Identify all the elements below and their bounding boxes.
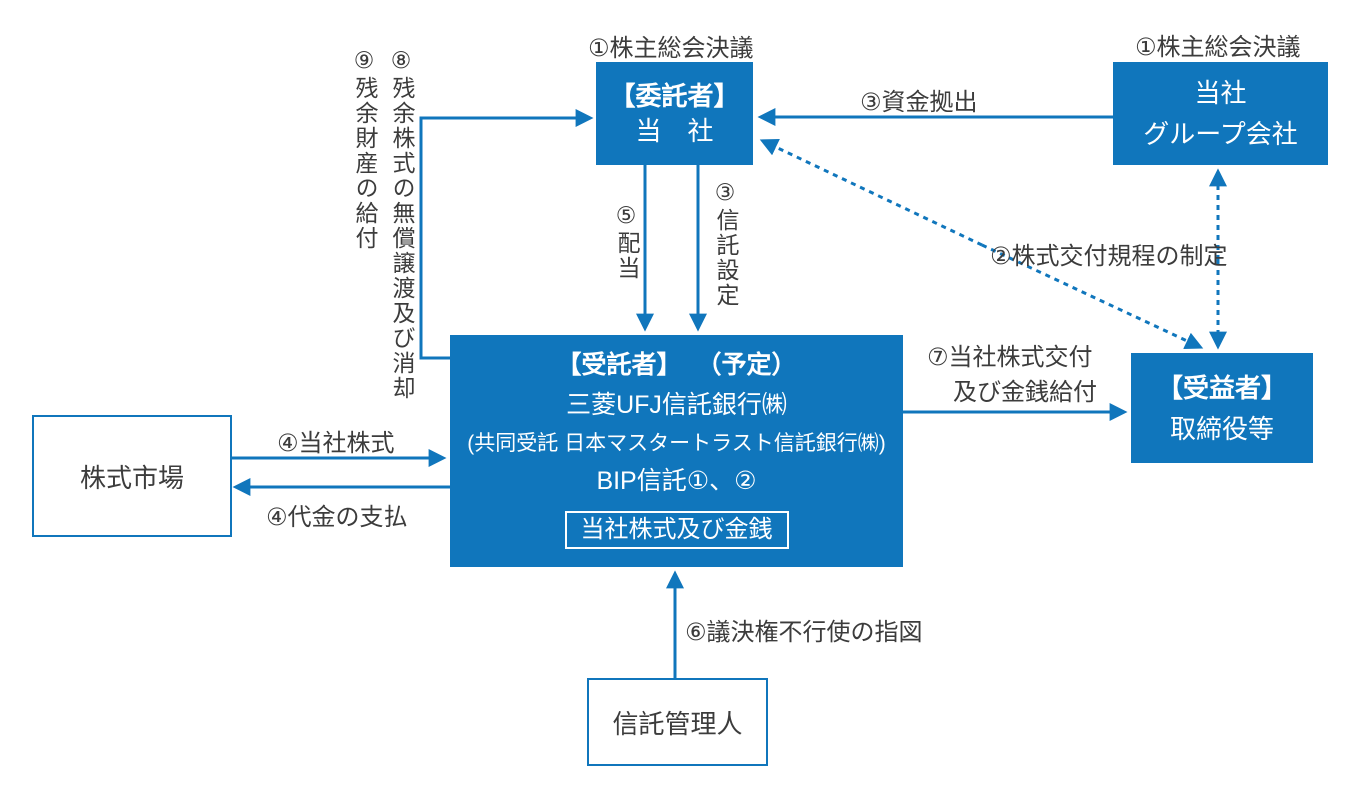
trustee-bank: 三菱UFJ信託銀行㈱ — [566, 391, 787, 419]
dotted-rule-to-beneficiary — [981, 243, 1204, 350]
stock-market-name: 株式市場 — [79, 462, 184, 493]
entruster-box: 【委託者】 当 社 — [596, 62, 753, 165]
beneficiary-box: 【受益者】 取締役等 — [1131, 353, 1313, 463]
beneficiary-name: 取締役等 — [1169, 413, 1274, 444]
label-resolution-left: ①株主総会決議 — [588, 35, 754, 62]
group-company-line2: グループ会社 — [1143, 119, 1298, 149]
label-residual-assets: ⑨残余財産の給付 — [352, 48, 378, 251]
label-funding: ③資金拠出 — [860, 89, 978, 116]
label-resolution-right: ①株主総会決議 — [1135, 34, 1301, 61]
arrow-residual — [419, 109, 594, 360]
trustee-asset-box: 当社株式及び金銭 — [564, 511, 789, 549]
stock-market-box: 株式市場 — [32, 415, 232, 537]
label-share-delivery-line2: 及び金銭給付 — [953, 378, 1097, 406]
trust-administrator-box: 信託管理人 — [587, 678, 768, 766]
group-company-box: 当社 グループ会社 — [1113, 62, 1328, 165]
dotted-rule-to-entruster — [759, 139, 983, 247]
label-share-delivery-line1: ⑦当社株式交付 — [927, 344, 1093, 371]
entruster-title: 【委託者】 — [609, 81, 740, 111]
label-delivery-rule: ②株式交付規程の制定 — [990, 243, 1228, 270]
label-residual-shares: ⑧残余株式の無償譲渡及び消却 — [389, 48, 415, 401]
entruster-name: 当 社 — [635, 116, 714, 146]
label-trust-setting: ③信託設定 — [713, 180, 739, 308]
trustee-trust-name: BIP信託①、② — [596, 467, 757, 495]
label-payment: ④代金の支払 — [266, 504, 408, 531]
trustee-subtitle: （予定） — [696, 351, 797, 379]
beneficiary-title: 【受益者】 — [1156, 372, 1287, 403]
trustee-title-row: 【受託者】 （予定） — [557, 353, 797, 378]
trustee-title: 【受託者】 — [556, 351, 682, 379]
trust-administrator-name: 信託管理人 — [612, 708, 743, 739]
group-company-line1: 当社 — [1194, 78, 1247, 108]
label-dividend: ⑤配当 — [614, 203, 640, 281]
trustee-box: 【受託者】 （予定） 三菱UFJ信託銀行㈱ (共同受託 日本マスタートラスト信託… — [450, 335, 903, 567]
label-share-delivery: ⑦当社株式交付 及び金銭給付 — [927, 341, 1097, 411]
trustee-cotrustee: (共同受託 日本マスタートラスト信託銀行㈱) — [467, 432, 886, 455]
label-company-shares: ④当社株式 — [277, 430, 395, 457]
label-voting-instruction: ⑥議決権不行使の指図 — [685, 619, 923, 646]
